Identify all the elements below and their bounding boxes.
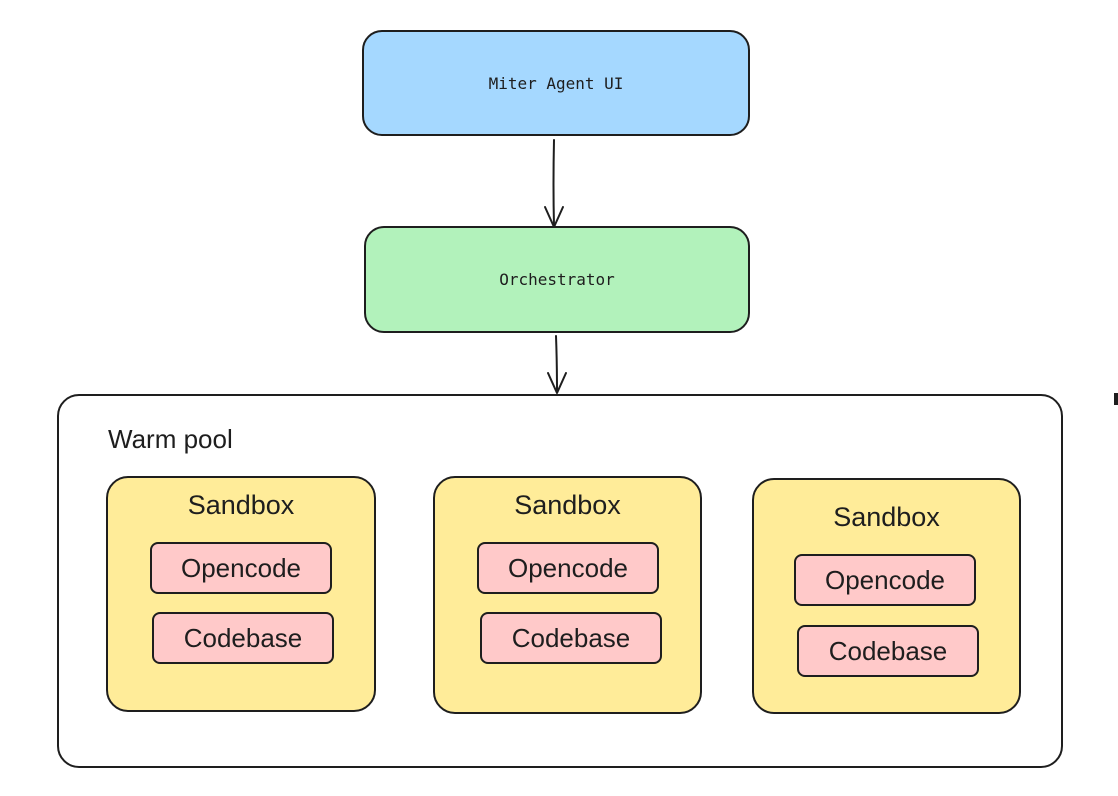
miter-agent-ui-node: Miter Agent UI (362, 30, 750, 136)
orchestrator-label: Orchestrator (499, 270, 615, 289)
orchestrator-node: Orchestrator (364, 226, 750, 333)
arrow-orchestrator-to-warm-pool (555, 335, 558, 393)
sandbox-2: Sandbox Opencode Codebase (433, 476, 702, 714)
arrow-ui-to-orchestrator (552, 139, 555, 227)
sandbox-1: Sandbox Opencode Codebase (106, 476, 376, 712)
arrowhead-ui-to-orchestrator (544, 206, 564, 228)
sandbox-3-opencode: Opencode (794, 554, 976, 606)
sandbox-3: Sandbox Opencode Codebase (752, 478, 1021, 714)
arrowhead-orchestrator-to-warm-pool (547, 372, 567, 394)
edge-mark (1114, 393, 1118, 405)
sandbox-2-opencode: Opencode (477, 542, 659, 594)
sandbox-2-title: Sandbox (514, 490, 621, 520)
sandbox-2-codebase: Codebase (480, 612, 662, 664)
sandbox-1-title: Sandbox (187, 490, 295, 520)
sandbox-3-title: Sandbox (833, 502, 940, 532)
sandbox-1-codebase: Codebase (152, 612, 334, 664)
sandbox-1-opencode: Opencode (150, 542, 332, 594)
warm-pool-title: Warm pool (108, 424, 233, 454)
sandbox-3-codebase: Codebase (797, 625, 979, 677)
miter-agent-ui-label: Miter Agent UI (488, 73, 624, 93)
